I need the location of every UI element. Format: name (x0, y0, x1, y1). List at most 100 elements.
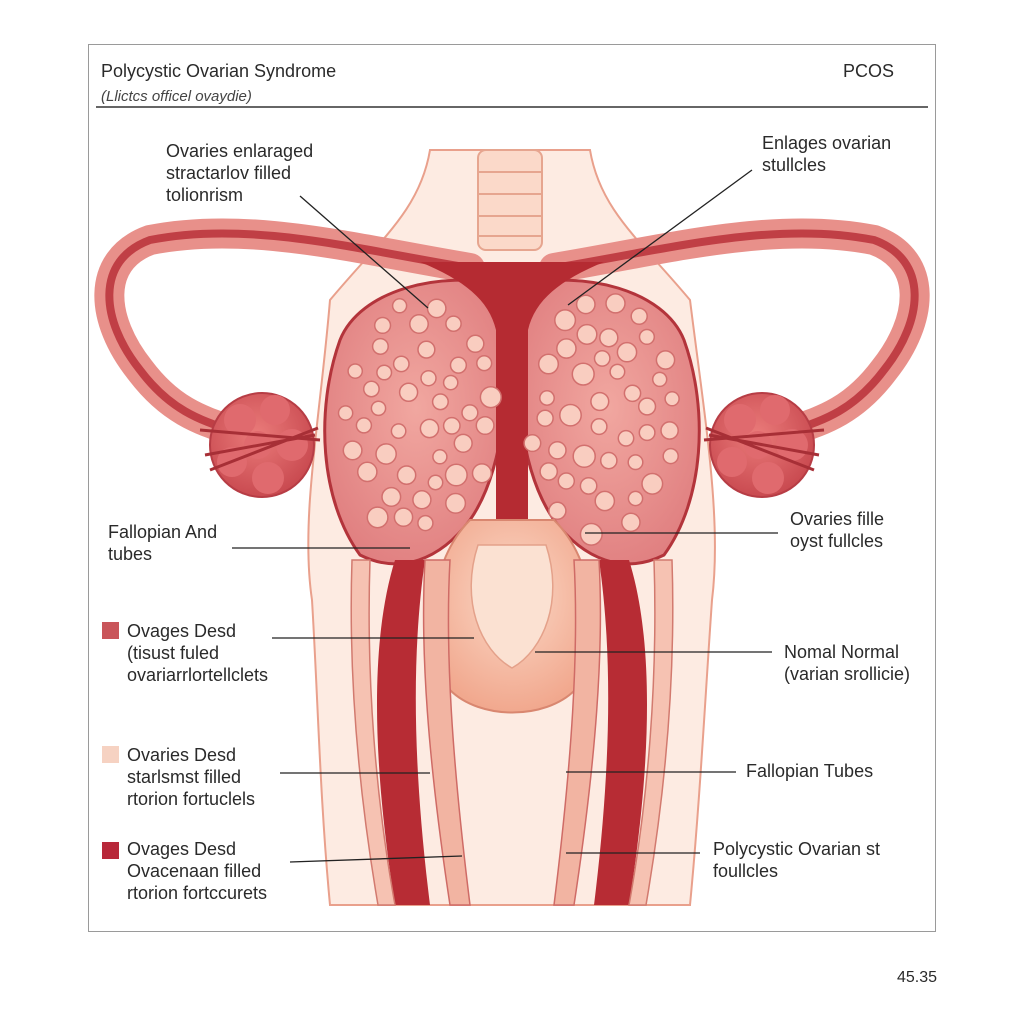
legend-label-2: Ovaries Desd starlsmst filled rtorion fo… (127, 744, 255, 810)
follicle-cyst (356, 461, 378, 483)
follicle-cyst (420, 369, 437, 387)
right-ovary-cluster (703, 392, 825, 498)
follicle-cyst (431, 393, 449, 411)
legend-label-3: Ovages Desd Ovacenaan filled rtorion for… (127, 838, 267, 904)
legend-swatch-3 (102, 842, 119, 859)
label-top-left: Ovaries enlaraged stractarlov filled tol… (166, 140, 313, 206)
label-line: tubes (108, 544, 153, 564)
label-right-3: Fallopian Tubes (746, 760, 873, 782)
label-line: starlsmst filled (127, 767, 242, 787)
uterine-band (420, 262, 604, 520)
follicle-cyst (376, 364, 393, 381)
follicle-cyst (426, 298, 447, 319)
follicle-cyst (475, 415, 495, 436)
follicle-cyst (466, 334, 485, 354)
follicle-cyst (342, 440, 363, 461)
label-line: rtorion fortccurets (127, 883, 268, 903)
follicle-cyst (409, 314, 429, 334)
follicle-cyst (605, 293, 626, 314)
label-line: rtorion fortuclels (127, 789, 256, 809)
left-lower-tube (350, 559, 471, 906)
follicle-cyst (637, 397, 657, 416)
follicle-cyst (630, 307, 648, 326)
follicle-cyst (393, 507, 414, 528)
follicle-cyst (476, 355, 493, 372)
follicle-cyst (417, 514, 434, 532)
follicle-cyst (599, 451, 618, 470)
label-line: Ovages Desd (127, 621, 237, 641)
label-mid-left: Fallopian And tubes (108, 521, 217, 565)
follicle-cyst (381, 486, 402, 507)
follicle-cyst (539, 390, 555, 406)
follicle-cyst (617, 429, 635, 447)
label-line: Fallopian And (108, 522, 218, 542)
abbreviation-label: PCOS (843, 61, 895, 81)
label-line: Ovaries enlaraged (166, 141, 314, 161)
follicle-cyst (590, 391, 610, 412)
follicle-cyst (655, 350, 676, 370)
label-line: stullcles (762, 155, 827, 175)
follicle-cyst (442, 416, 461, 435)
follicle-cyst (442, 374, 459, 391)
label-line: Ovaries fille (790, 509, 885, 529)
follicle-cyst (641, 472, 664, 495)
legend-label-1: Ovages Desd (tisust fuled ovariarrlortel… (127, 620, 268, 686)
left-ovary-cluster (199, 392, 321, 498)
label-line: tolionrism (166, 185, 244, 205)
label-line: (varian srollicie) (784, 664, 911, 684)
follicle-cyst (593, 349, 611, 367)
label-line: Nomal Normal (784, 642, 900, 662)
label-line: stractarlov filled (166, 163, 292, 183)
follicle-cyst (609, 363, 626, 380)
follicle-cyst (576, 323, 598, 345)
follicle-cyst (479, 386, 502, 409)
follicle-cyst (616, 341, 638, 363)
follicle-cyst (599, 327, 619, 348)
label-line: foullcles (713, 861, 779, 881)
follicle-cyst (370, 400, 387, 417)
follicle-cyst (398, 382, 419, 403)
follicle-cyst (557, 472, 576, 490)
follicle-cyst (427, 474, 444, 491)
right-lower-tube (553, 559, 674, 906)
follicle-cyst (575, 294, 596, 315)
follicle-cyst (651, 371, 668, 388)
follicle-cyst (445, 315, 462, 333)
follicle-cyst (559, 403, 582, 427)
follicle-cyst (471, 463, 493, 484)
legend-swatch-1 (102, 622, 119, 639)
follicles (337, 293, 680, 546)
follicle-cyst (548, 440, 567, 460)
follicle-cyst (355, 417, 373, 434)
follicle-cyst (662, 447, 679, 465)
follicle-cyst (537, 353, 560, 375)
follicle-cyst (627, 454, 644, 471)
follicle-cyst (571, 362, 595, 386)
follicle-cyst (412, 490, 432, 510)
follicle-cyst (536, 409, 554, 427)
label-line: Ovacenaan filled (127, 861, 262, 881)
label-line: (tisust fuled (127, 643, 220, 663)
follicle-cyst (444, 463, 468, 487)
label-line: ovariarrlortellclets (127, 665, 269, 685)
page-number: 45.35 (897, 969, 938, 986)
follicle-cyst (579, 476, 598, 495)
follicle-cyst (371, 337, 389, 355)
label-line: Ovages Desd (127, 839, 237, 859)
follicle-cyst (627, 490, 644, 507)
spine (477, 149, 543, 251)
follicle-cyst (638, 424, 656, 442)
diagram-subtitle: (Llictcs officel ovaydie) (101, 88, 252, 105)
follicle-cyst (638, 328, 656, 346)
follicle-cyst (572, 444, 596, 468)
follicle-cyst (375, 443, 397, 465)
follicle-cyst (453, 433, 473, 453)
label-right-4: Polycystic Ovarian st foullcles (713, 838, 880, 882)
label-line: Polycystic Ovarian st (713, 839, 881, 859)
label-line: Ovaries Desd (127, 745, 237, 765)
follicle-cyst (362, 380, 380, 398)
follicle-cyst (396, 465, 417, 485)
follicle-cyst (664, 391, 680, 407)
follicle-cyst (373, 316, 392, 335)
